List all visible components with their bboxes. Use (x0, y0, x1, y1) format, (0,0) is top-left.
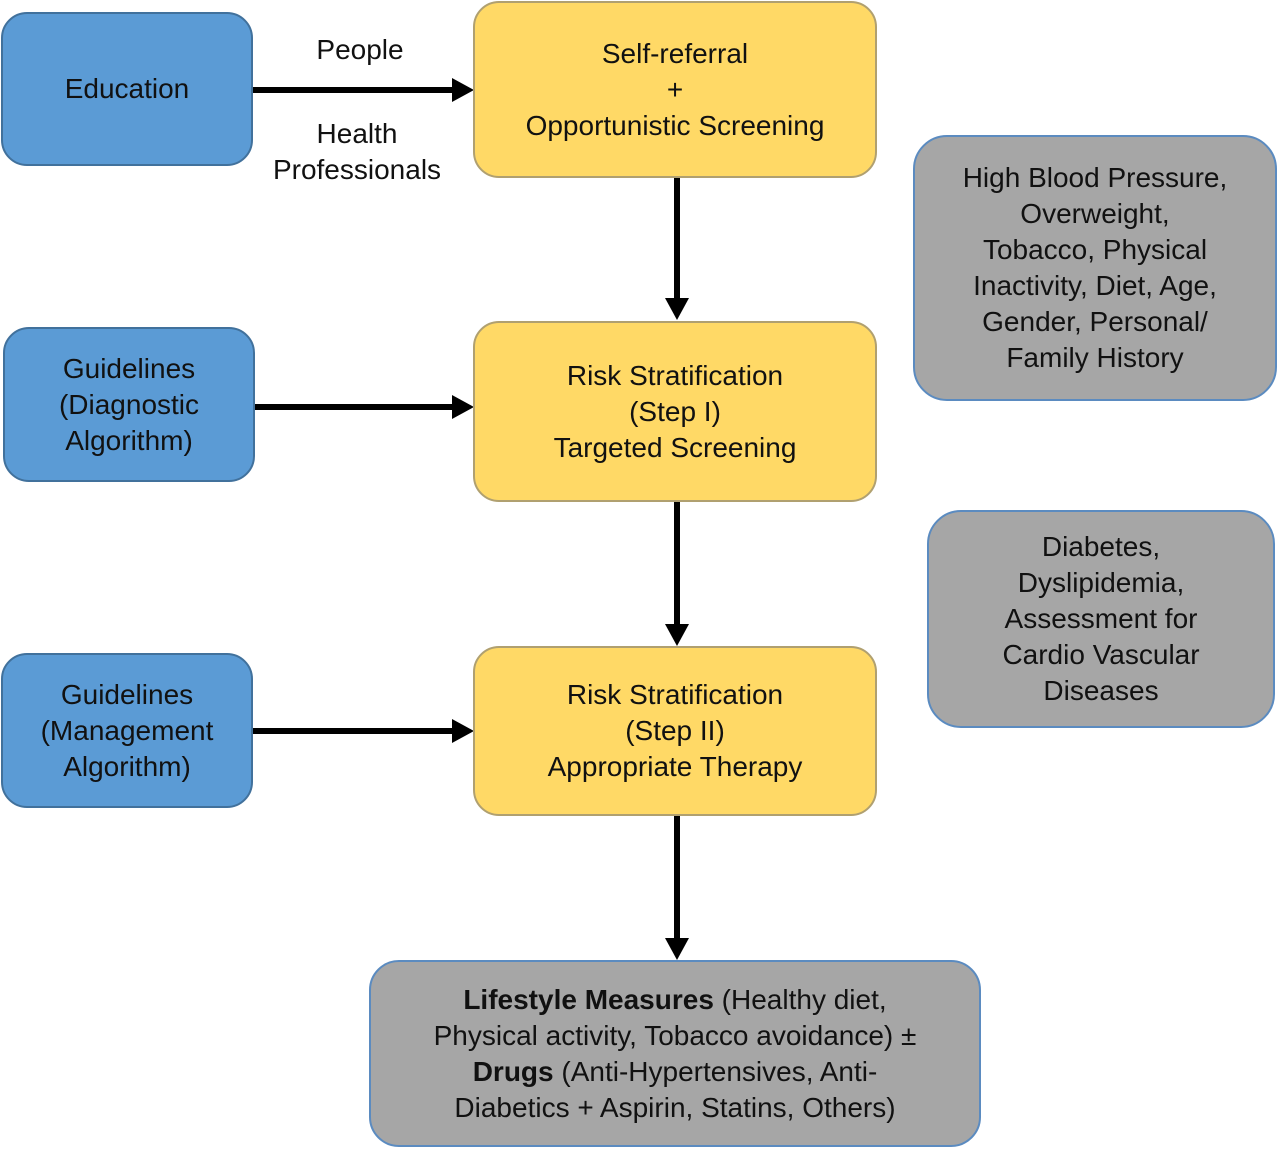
arrow-step1-to-step2 (665, 502, 689, 646)
risk-stratification-step1-box: Risk Stratification (Step I) Targeted Sc… (473, 321, 877, 502)
outcome-box: Lifestyle Measures (Healthy diet, Physic… (369, 960, 981, 1147)
edge-label-people: People (316, 34, 404, 65)
conditions-box: Diabetes, Dyslipidemia, Assessment for C… (927, 510, 1275, 728)
outcome-line-4: Diabetics + Aspirin, Statins, Others) (454, 1091, 896, 1123)
arrow-education-to-self-referral (252, 78, 474, 102)
edge-label-health-professionals: Health Professionals (272, 118, 442, 185)
arrow-management-to-step2 (252, 719, 474, 743)
guidelines-management-box: Guidelines (Management Algorithm) (1, 653, 253, 808)
risk-stratification-step2-box: Risk Stratification (Step II) Appropriat… (473, 646, 877, 816)
education-label: Education (64, 73, 190, 104)
education-box: Education (1, 12, 253, 166)
outcome-line-drugs: Drugs (Anti-Hypertensives, Anti- (472, 1055, 878, 1087)
outcome-line-lifestyle: Lifestyle Measures (Healthy diet, (463, 983, 887, 1015)
arrow-step2-to-outcome (665, 815, 689, 960)
guidelines-diagnostic-box: Guidelines (Diagnostic Algorithm) (3, 327, 255, 482)
outcome-line-2: Physical activity, Tobacco avoidance) ± (433, 1019, 917, 1051)
risk-factors-box: High Blood Pressure, Overweight, Tobacco… (913, 135, 1277, 401)
self-referral-box: Self-referral + Opportunistic Screening (473, 1, 877, 178)
arrow-diagnostic-to-step1 (253, 395, 474, 419)
arrow-self-referral-to-step1 (665, 177, 689, 320)
